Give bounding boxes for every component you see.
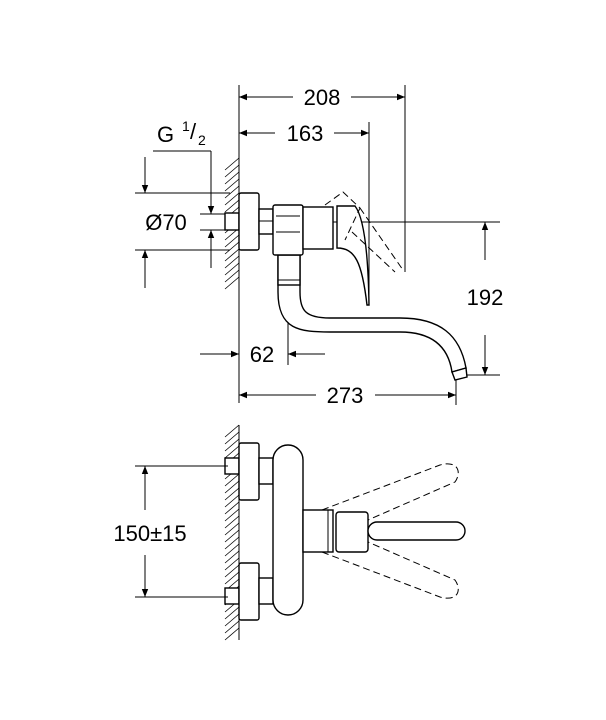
hatch-line xyxy=(224,480,240,494)
hatch-line xyxy=(224,529,240,543)
hatch-line xyxy=(224,248,240,262)
dim-62-label: 62 xyxy=(250,342,274,367)
hatch-line xyxy=(224,164,240,178)
fraction-slash: / xyxy=(190,119,197,144)
hatch-line xyxy=(224,627,240,641)
hex-nut xyxy=(258,457,274,485)
hatch-line xyxy=(224,438,240,452)
hatch-line xyxy=(224,536,240,550)
thread-numerator: 1 xyxy=(182,118,190,134)
hatch-line xyxy=(224,241,240,255)
hatch-line xyxy=(224,550,240,564)
dim-163-label: 163 xyxy=(287,121,324,146)
thread-label: G xyxy=(157,122,174,147)
hatch-line xyxy=(224,557,240,571)
hatch-line xyxy=(224,199,240,213)
mixer-body xyxy=(272,444,304,616)
hatch-line xyxy=(224,269,240,283)
hatch-line xyxy=(224,487,240,501)
hatch-line xyxy=(224,508,240,522)
hatch-line xyxy=(224,620,240,634)
hatch-line xyxy=(224,522,240,536)
lever-right-position xyxy=(321,541,459,599)
hatch-line xyxy=(224,431,240,445)
hatch-line xyxy=(224,445,240,459)
dim-208-label: 208 xyxy=(304,85,341,110)
mixer-body xyxy=(272,204,304,256)
hatch-line xyxy=(224,192,240,206)
hatch-line xyxy=(224,515,240,529)
hatch-line xyxy=(224,571,240,585)
hatch-line xyxy=(224,564,240,578)
hatch-line xyxy=(224,501,240,515)
lever-handle xyxy=(336,205,370,306)
hatch-line xyxy=(224,234,240,248)
wall-connector xyxy=(224,587,240,605)
aerator xyxy=(451,367,468,381)
hex-nut xyxy=(258,577,274,605)
hatch-line xyxy=(224,613,240,627)
lever-base xyxy=(335,511,369,553)
hatch-line xyxy=(224,185,240,199)
hatch-line xyxy=(224,255,240,269)
wall-hatching xyxy=(224,424,240,641)
dim-273-label: 273 xyxy=(327,383,364,408)
top-view: 150±15 xyxy=(113,424,466,641)
hatch-line xyxy=(224,276,240,290)
wall-hatching xyxy=(224,157,240,290)
hatch-line xyxy=(224,157,240,171)
lever-open-position xyxy=(324,191,404,273)
lever-handle xyxy=(367,521,466,541)
cartridge-housing xyxy=(302,206,334,250)
lever-left-position xyxy=(321,463,459,521)
rosette xyxy=(238,562,260,621)
dim-rosette-label: Ø70 xyxy=(145,210,187,235)
hatch-line xyxy=(224,262,240,276)
hatch-line xyxy=(224,473,240,487)
rosette xyxy=(238,192,260,251)
hatch-line xyxy=(224,424,240,438)
wall-connector xyxy=(224,212,240,231)
dim-192-label: 192 xyxy=(467,285,504,310)
hatch-line xyxy=(224,543,240,557)
rosette xyxy=(238,442,260,501)
side-view: 208 163 G 1 / 2 Ø70 xyxy=(135,85,503,408)
thread-denominator: 2 xyxy=(198,132,206,148)
hatch-line xyxy=(224,606,240,620)
hatch-line xyxy=(224,494,240,508)
hatch-line xyxy=(224,178,240,192)
hatch-line xyxy=(224,171,240,185)
dim-centers-label: 150±15 xyxy=(113,521,186,546)
